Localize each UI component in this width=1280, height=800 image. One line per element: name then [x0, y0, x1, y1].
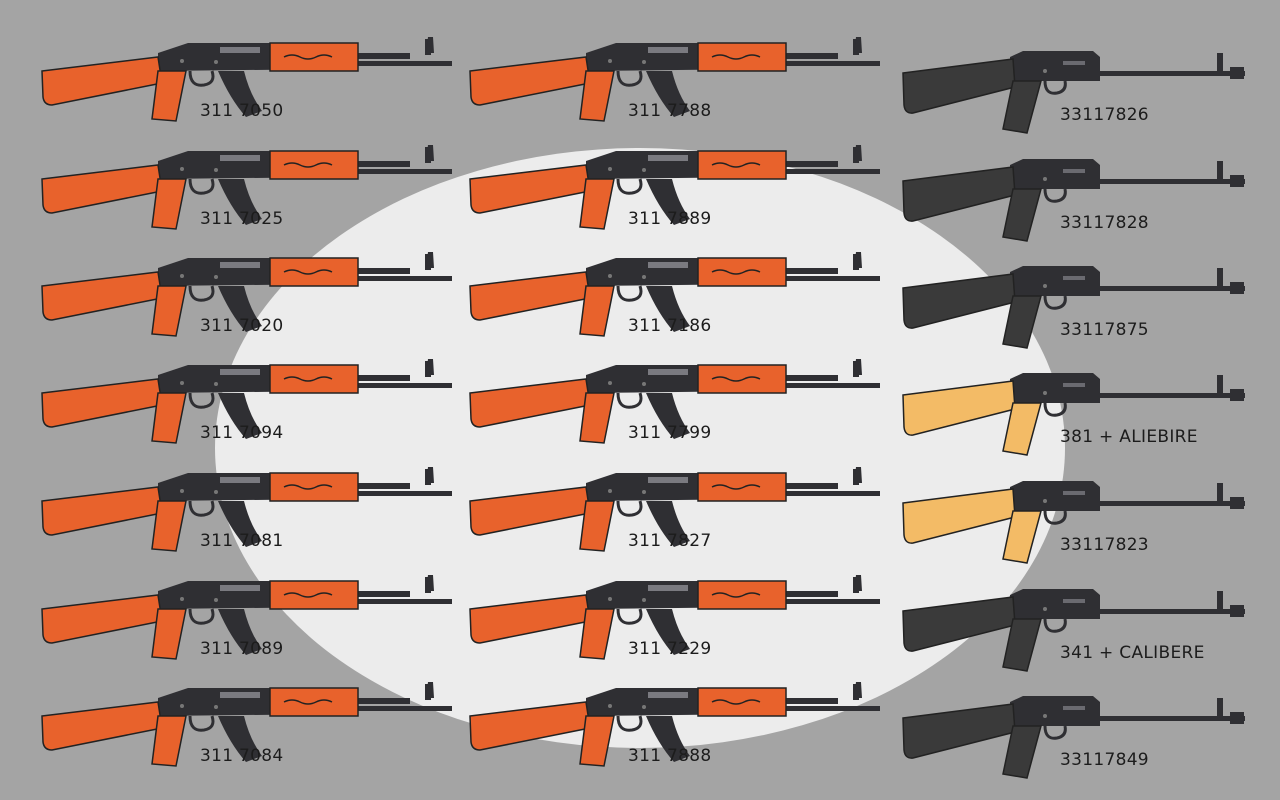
rifle-label: 311 7020: [200, 316, 284, 336]
rifle-item: 311 7186: [468, 250, 898, 350]
rifle-label: 311 7888: [628, 746, 712, 766]
rifle-item: 311 7788: [468, 35, 898, 135]
rifle-label: 33117823: [1060, 535, 1149, 555]
rifle-label: 311 7089: [200, 639, 284, 659]
rifle-label: 33117875: [1060, 320, 1149, 340]
rifle-label: 311 7186: [628, 316, 712, 336]
rifle-item: 311 7081: [40, 465, 470, 565]
rifle-item: 311 7089: [40, 573, 470, 673]
rifle-item: 311 7025: [40, 143, 470, 243]
rifle-label: 311 7094: [200, 423, 284, 443]
rifle-item: 33117875: [895, 250, 1280, 350]
rifle-label: 311 7827: [628, 531, 712, 551]
rifle-label: 311 7081: [200, 531, 284, 551]
rifle-label: 311 7229: [628, 639, 712, 659]
rifle-label: 33117849: [1060, 750, 1149, 770]
rifle-item: 311 7084: [40, 680, 470, 780]
rifle-item: 311 7889: [468, 143, 898, 243]
rifle-item: 311 7050: [40, 35, 470, 135]
rifle-item: 311 7020: [40, 250, 470, 350]
rifle-label: 33117826: [1060, 105, 1149, 125]
rifle-item: 341 + CALIBERE: [895, 573, 1280, 673]
rifle-item: 311 7229: [468, 573, 898, 673]
rifle-item: 311 7888: [468, 680, 898, 780]
rifle-label: 311 7788: [628, 101, 712, 121]
rifle-item: 381 + ALIEBIRE: [895, 357, 1280, 457]
rifle-label: 311 7050: [200, 101, 284, 121]
rifle-item: 311 7799: [468, 357, 898, 457]
rifle-item: 33117823: [895, 465, 1280, 565]
rifle-label: 311 7084: [200, 746, 284, 766]
rifle-label: 311 7025: [200, 209, 284, 229]
rifle-item: 33117826: [895, 35, 1280, 135]
rifle-label: 381 + ALIEBIRE: [1060, 427, 1198, 447]
rifle-item: 33117849: [895, 680, 1280, 780]
rifle-label: 341 + CALIBERE: [1060, 643, 1205, 663]
rifle-item: 33117828: [895, 143, 1280, 243]
rifle-label: 33117828: [1060, 213, 1149, 233]
rifle-label: 311 7889: [628, 209, 712, 229]
rifle-item: 311 7827: [468, 465, 898, 565]
rifle-item: 311 7094: [40, 357, 470, 457]
rifle-label: 311 7799: [628, 423, 712, 443]
